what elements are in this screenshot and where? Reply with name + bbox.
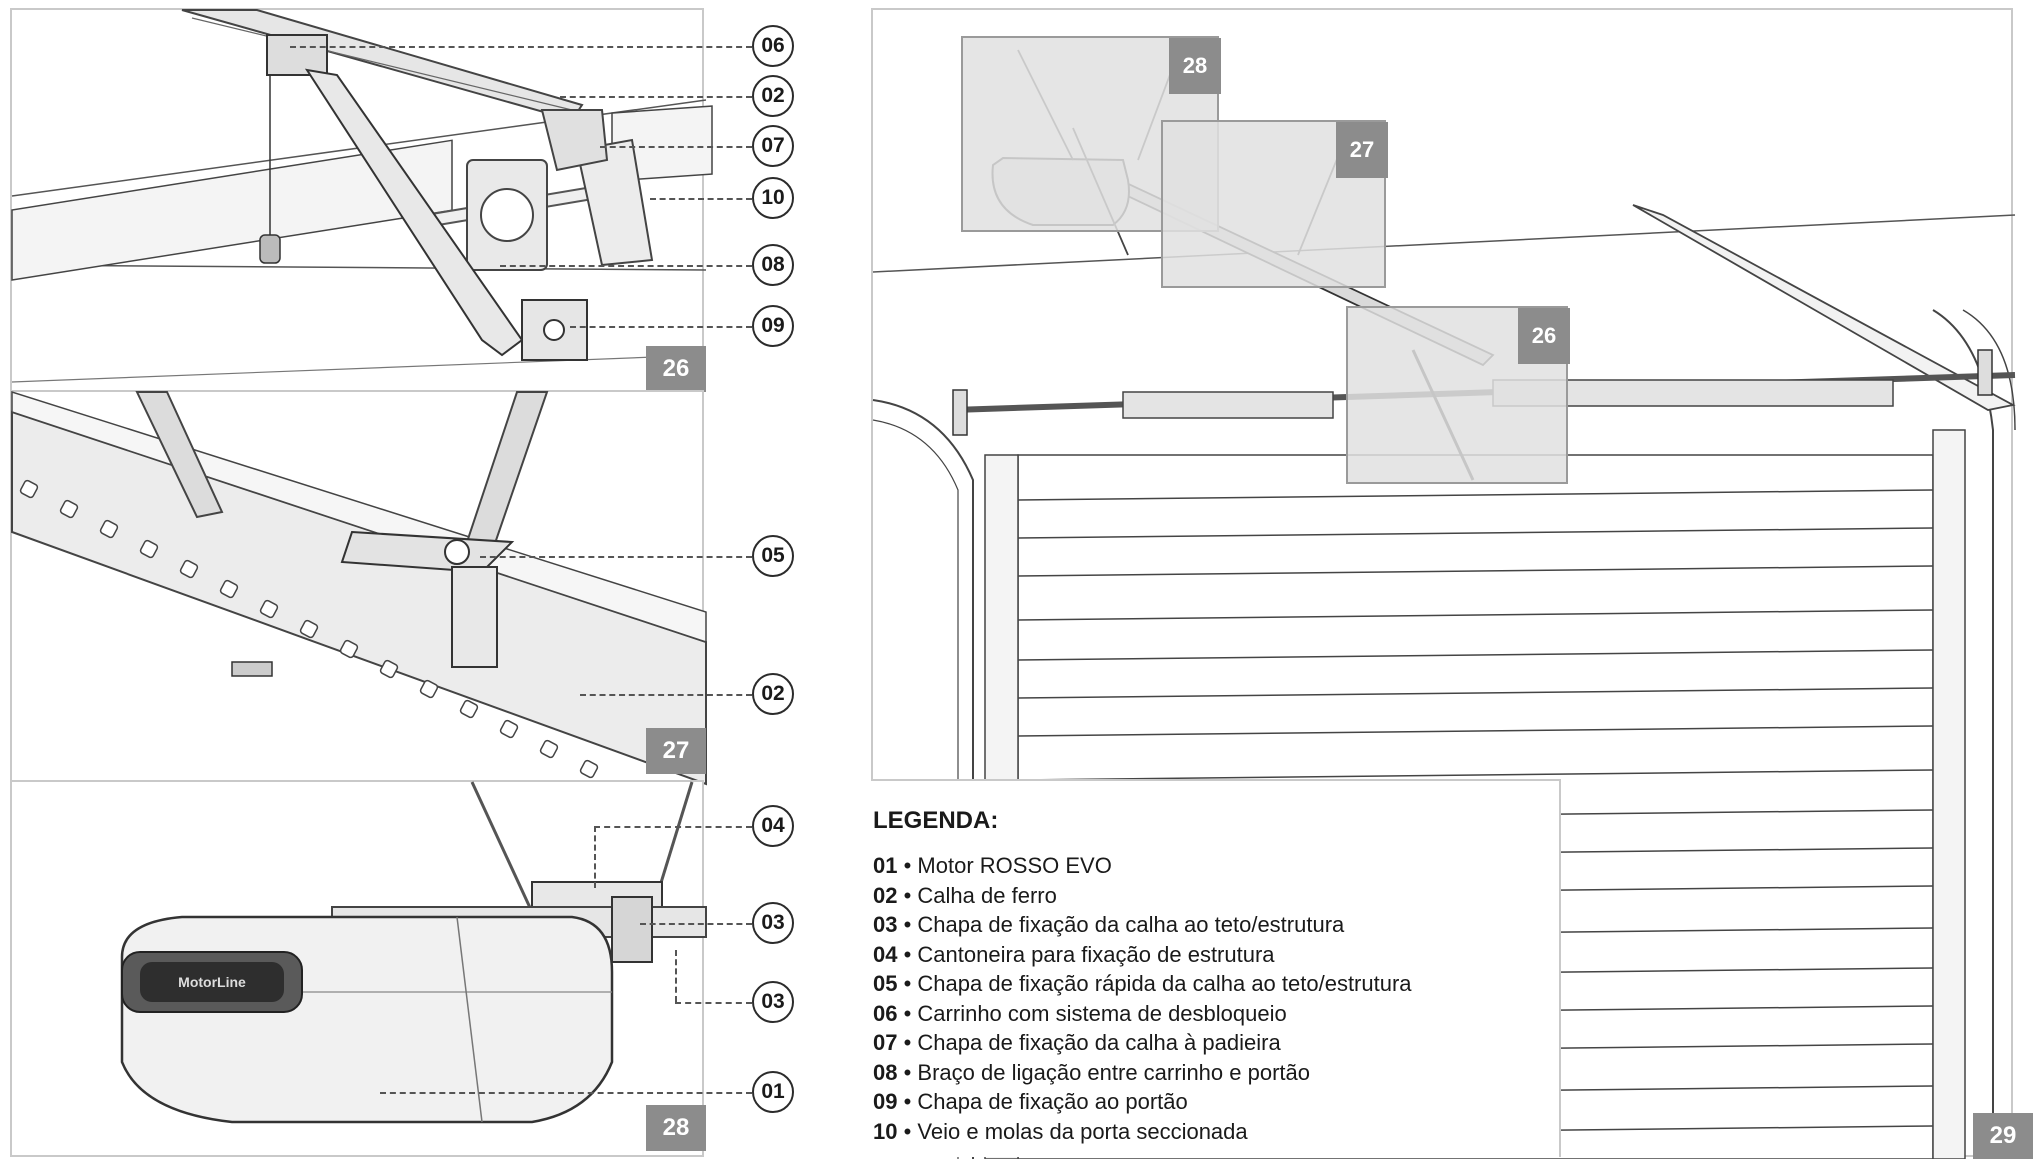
legend-item-text: Chapa de fixação ao portão <box>917 1089 1188 1114</box>
detail-panel-27: 27 <box>10 390 707 786</box>
motor-brand-text: MotorLine <box>178 974 246 990</box>
legend-item: 07 • Chapa de fixação da calha à padieir… <box>873 1030 1281 1055</box>
callout-02: 02 <box>752 75 794 117</box>
inset-number-badge: 26 <box>1518 308 1570 364</box>
callout-04: 04 <box>752 805 794 847</box>
legend-item-number: 10 <box>873 1118 898 1144</box>
callout-05: 05 <box>752 535 794 577</box>
legend-item-number: 05 <box>873 971 898 996</box>
torsion-spring-left <box>11 139 453 281</box>
leader-line <box>580 694 752 696</box>
legend-item: 01 • Motor ROSSO EVO <box>873 853 1112 878</box>
legend-item-text: Carrinho com sistema de desbloqueio <box>917 1000 1287 1026</box>
leader-line <box>480 556 752 558</box>
leader-line <box>290 46 752 48</box>
legend-item-number: 02 <box>873 882 898 908</box>
legend-item: 03 • Chapa de fixação da calha ao teto/e… <box>873 912 1345 937</box>
legend-item-text: Calha de ferro <box>917 882 1057 908</box>
callout-02: 02 <box>752 673 794 715</box>
legend-item-number: 08 <box>873 1059 898 1085</box>
callout-06: 06 <box>752 25 794 67</box>
inset-number-badge: 28 <box>1169 38 1221 94</box>
legend-box: LEGENDA: 01 • Motor ROSSO EVO 02 • Calha… <box>871 779 1561 1157</box>
legend-item: 06 • Carrinho com sistema de desbloqueio <box>873 1000 1287 1026</box>
callout-09: 09 <box>752 305 794 347</box>
leader-line <box>650 198 752 200</box>
legend-item-text: Braço de ligação entre carrinho e portão <box>917 1059 1310 1085</box>
legend-item-number: 04 <box>873 941 898 967</box>
drive-chain <box>19 479 599 779</box>
callout-03: 03 <box>752 981 794 1023</box>
detail-panel-26: 26 <box>10 8 713 392</box>
trolley-detail-illustration <box>11 9 713 383</box>
legend-item-text: Chapa de fixação rápida da calha ao teto… <box>917 971 1412 996</box>
rail-fixing-illustration <box>11 390 707 786</box>
legend-item-text: Chapa de fixação da calha ao teto/estrut… <box>917 912 1345 937</box>
callout-03: 03 <box>752 902 794 944</box>
callout-07: 07 <box>752 125 794 167</box>
inset-highlight-26: 26 <box>1346 306 1570 484</box>
leader-line <box>570 326 752 328</box>
callout-08: 08 <box>752 244 794 286</box>
panel-number-badge: 27 <box>646 728 706 774</box>
leader-line <box>675 950 677 1002</box>
legend-item: 10 • Veio e molas da porta seccionada <box>873 1118 1248 1144</box>
legend-item-number: 01 <box>873 853 898 878</box>
leader-line <box>640 923 752 925</box>
motor-rosso-evo <box>120 915 614 1124</box>
detail-panel-28: MotorLine 28 <box>10 780 707 1157</box>
leader-line <box>560 96 752 98</box>
legend-item-text: Chapa de fixação da calha à padieira <box>917 1030 1281 1055</box>
leader-line <box>600 146 752 148</box>
legend-item-text: Veio e molas da porta seccionada <box>917 1118 1248 1144</box>
legend-item: 02 • Calha de ferro <box>873 882 1057 908</box>
legend-item-number: 07 <box>873 1030 898 1055</box>
legend-item-text: Motor ROSSO EVO <box>917 853 1112 878</box>
legend-item-text: Cantoneira para fixação de estrutura <box>917 941 1275 967</box>
legend-item: 05 • Chapa de fixação rápida da calha ao… <box>873 971 1412 996</box>
leader-line <box>594 826 752 828</box>
inset-highlight-27: 27 <box>1161 120 1388 288</box>
leader-line <box>675 1002 752 1004</box>
leader-line <box>380 1092 752 1094</box>
callout-10: 10 <box>752 177 794 219</box>
legend-item: 08 • Braço de ligação entre carrinho e p… <box>873 1059 1310 1085</box>
legend-title: LEGENDA: <box>873 807 999 834</box>
panel-number-badge: 29 <box>1973 1113 2033 1159</box>
legend-item-number: 06 <box>873 1000 898 1026</box>
inset-number-badge: 27 <box>1336 122 1388 178</box>
legend-item: 09 • Chapa de fixação ao portão <box>873 1089 1188 1114</box>
legend-item: 04 • Cantoneira para fixação de estrutur… <box>873 941 1275 967</box>
panel-number-badge: 26 <box>646 346 706 392</box>
legend-item-number: 09 <box>873 1089 898 1114</box>
leader-line <box>594 826 596 888</box>
panel-number-badge: 28 <box>646 1105 706 1151</box>
legend-item-number: 03 <box>873 912 898 937</box>
leader-line <box>500 265 752 267</box>
motor-detail-illustration: MotorLine <box>120 781 707 1124</box>
callout-01: 01 <box>752 1071 794 1113</box>
